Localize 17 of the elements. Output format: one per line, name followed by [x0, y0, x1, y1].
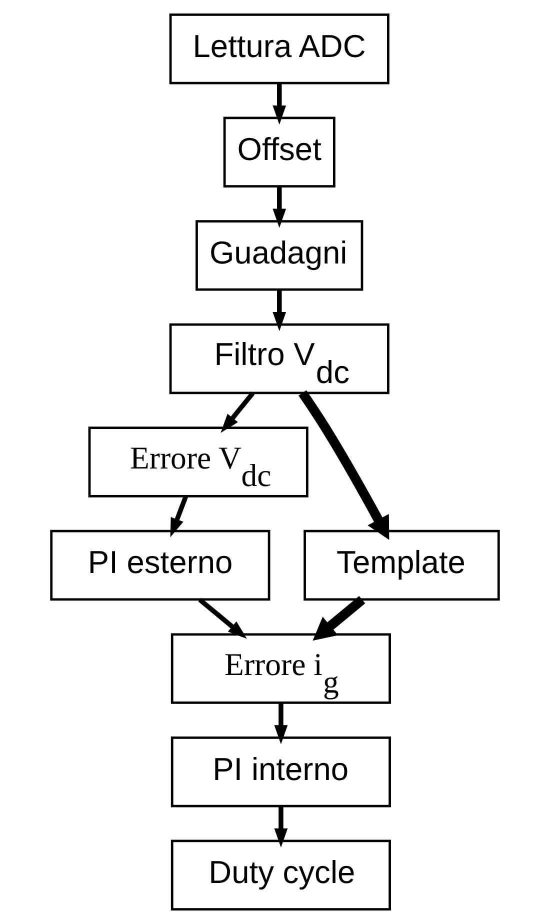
arrow	[274, 702, 288, 744]
arrow	[198, 598, 247, 639]
arrow	[274, 806, 288, 848]
node-box: Lettura ADC	[169, 14, 390, 84]
arrow	[298, 390, 390, 540]
arrow	[220, 392, 255, 433]
node-box: PI esterno	[50, 530, 270, 601]
arrow	[312, 596, 366, 641]
node-box: PI interno	[170, 736, 391, 808]
node-box: Template	[304, 530, 500, 601]
arrow	[272, 83, 286, 125]
arrow	[170, 496, 188, 538]
arrow	[272, 290, 286, 332]
node-box: Guadagni	[196, 220, 364, 291]
node-box: Offset	[223, 116, 336, 188]
node-box: Duty cycle	[170, 840, 391, 910]
arrow	[272, 186, 286, 228]
